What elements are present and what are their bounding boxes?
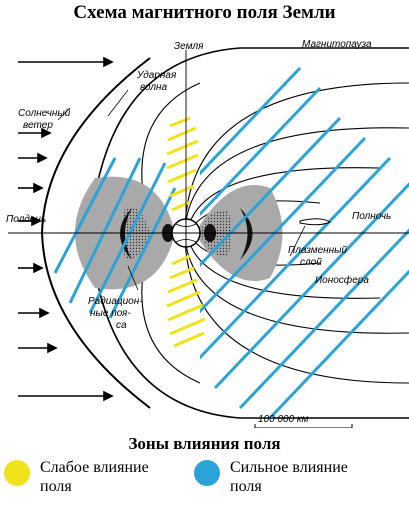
leader-lines	[57, 89, 306, 291]
scale-label: 100 000 км	[258, 414, 309, 425]
label-shock-wave-2: волна	[140, 82, 167, 93]
label-solar-wind-2: ветер	[23, 120, 53, 131]
strong-field-zone-dayside	[53, 157, 177, 319]
legend-item-strong: Сильное влияние поля	[194, 458, 370, 496]
weak-field-zone	[166, 116, 206, 348]
legend-item-weak: Слабое влияние поля	[4, 458, 180, 496]
strong-field-swatch	[194, 460, 220, 486]
label-earth: Земля	[174, 41, 204, 52]
scale-bar: 100 000 км	[254, 414, 353, 428]
magnetosphere-diagram: Земля Магнитопауза Ударная волна Солнечн…	[6, 39, 409, 428]
label-ionosphere: Ионосфера	[315, 274, 369, 286]
label-radiation-belts-2: ные поя-	[90, 308, 131, 319]
axes	[8, 50, 409, 234]
label-solar-wind-1: Солнечный	[18, 108, 71, 119]
plasma-sheet	[299, 218, 332, 226]
label-noon: Полдень	[6, 214, 46, 225]
label-shock-wave-1: Ударная	[136, 70, 177, 81]
label-plasma-layer-1: Плазменный	[288, 245, 348, 256]
weak-field-swatch	[4, 460, 30, 486]
page-title: Схема магнитного поля Земли	[73, 2, 336, 23]
legend-title: Зоны влияния поля	[128, 434, 281, 453]
label-radiation-belts-1: Радиацион-	[88, 296, 143, 307]
label-radiation-belts-3: са	[116, 320, 127, 331]
legend-label-weak: Слабое влияние поля	[40, 459, 149, 495]
label-plasma-layer-2: слой	[300, 257, 322, 268]
solar-wind-arrows	[18, 56, 114, 402]
label-magnetopause: Магнитопауза	[302, 39, 372, 50]
label-midnight: Полночь	[352, 211, 391, 222]
legend-label-strong: Сильное влияние поля	[230, 459, 348, 495]
earth-icon	[171, 218, 201, 248]
